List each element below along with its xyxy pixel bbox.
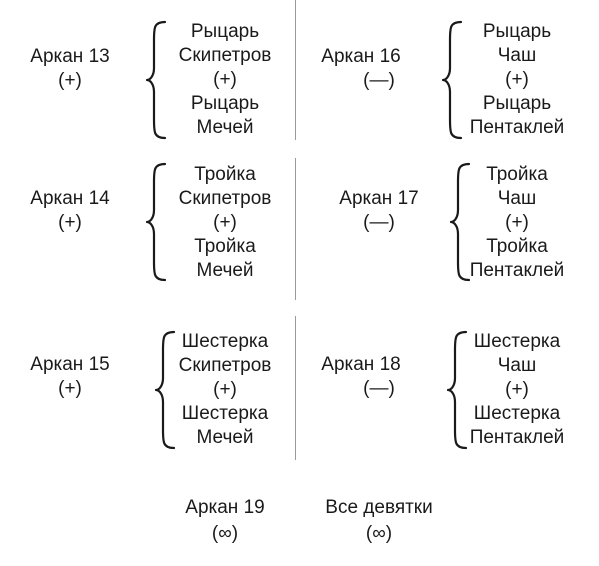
right-brace [449, 162, 471, 282]
card-line: (+) [213, 212, 237, 233]
card-line: Шестерка [181, 331, 269, 352]
card-line: Пентаклей [469, 117, 565, 138]
arcana-sign: (+) [58, 70, 82, 91]
arcana-sign: (—) [363, 212, 395, 233]
card-line: (+) [505, 69, 529, 90]
card-line: Чаш [497, 45, 537, 66]
arcana-label: Аркан 13 [30, 46, 110, 67]
arcana-label: Аркан 17 [339, 188, 419, 209]
card-line: Рыцарь [482, 93, 552, 114]
card-line: Мечей [196, 260, 254, 281]
arcana-label: Аркан 14 [30, 188, 110, 209]
footer-nines-label: Все девятки [325, 497, 433, 518]
left-brace [154, 330, 176, 450]
footer-arcana-sign: (∞) [211, 523, 239, 544]
arcana-label: Аркан 18 [321, 354, 401, 375]
card-line: (+) [505, 379, 529, 400]
card-line: Шестерка [473, 331, 561, 352]
left-brace [145, 162, 167, 282]
arcana-sign: (+) [58, 212, 82, 233]
card-line: (+) [505, 212, 529, 233]
arcana-label: Аркан 16 [321, 46, 401, 67]
arcana-label: Аркан 15 [30, 354, 110, 375]
card-line: Скипетров [178, 45, 272, 66]
card-line: Тройка [486, 164, 548, 185]
card-line: Пентаклей [469, 427, 565, 448]
card-line: Рыцарь [482, 21, 552, 42]
card-line: Скипетров [178, 355, 272, 376]
card-line: Рыцарь [190, 93, 260, 114]
divider-3 [295, 316, 296, 460]
card-line: (+) [213, 69, 237, 90]
card-line: Чаш [497, 188, 537, 209]
arcana-sign: (—) [363, 70, 395, 91]
card-line: Шестерка [473, 403, 561, 424]
card-line: (+) [213, 379, 237, 400]
left-brace [145, 20, 167, 140]
card-line: Тройка [486, 236, 548, 257]
right-brace [446, 330, 468, 450]
card-line: Мечей [196, 427, 254, 448]
card-line: Скипетров [178, 188, 272, 209]
card-line: Пентаклей [469, 260, 565, 281]
card-line: Тройка [194, 164, 256, 185]
card-line: Шестерка [181, 403, 269, 424]
card-line: Тройка [194, 236, 256, 257]
card-line: Чаш [497, 355, 537, 376]
card-line: Мечей [196, 117, 254, 138]
divider-2 [295, 158, 296, 300]
right-brace [441, 20, 463, 140]
divider-1 [295, 0, 296, 140]
arcana-sign: (—) [363, 378, 395, 399]
footer-nines-sign: (∞) [365, 523, 393, 544]
arcana-sign: (+) [58, 378, 82, 399]
footer-arcana-label: Аркан 19 [185, 497, 265, 518]
card-line: Рыцарь [190, 21, 260, 42]
